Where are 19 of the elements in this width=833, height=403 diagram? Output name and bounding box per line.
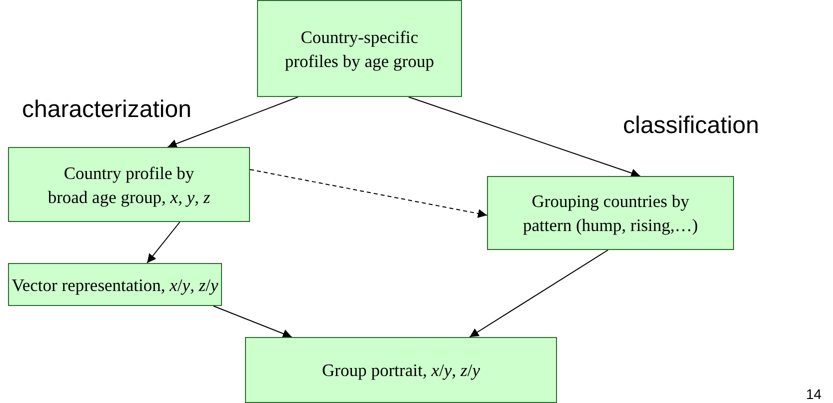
box-text: Vector representation, x/y, z/y <box>10 274 220 296</box>
process-box <box>8 263 222 306</box>
arrow <box>408 96 641 178</box>
box-text: Grouping countries by pattern (hump, rising,…) <box>522 190 699 237</box>
arrow <box>146 222 180 264</box>
box-text: Country profile by broad age group, x, y, z <box>46 162 212 208</box>
box-text: Group portrait, x/y, z/y <box>320 359 481 382</box>
arrow <box>212 306 292 338</box>
arrow <box>250 169 488 218</box>
process-box <box>8 147 250 222</box>
process-box <box>257 0 462 97</box>
page-number: 14 <box>806 386 822 402</box>
process-box <box>245 337 557 403</box>
arrow <box>469 250 609 338</box>
process-box <box>487 176 734 250</box>
process-label: classification <box>623 112 760 140</box>
box-text: Country-specific profiles by age group <box>284 26 436 72</box>
arrow <box>167 96 298 148</box>
process-label: characterization <box>22 96 192 124</box>
